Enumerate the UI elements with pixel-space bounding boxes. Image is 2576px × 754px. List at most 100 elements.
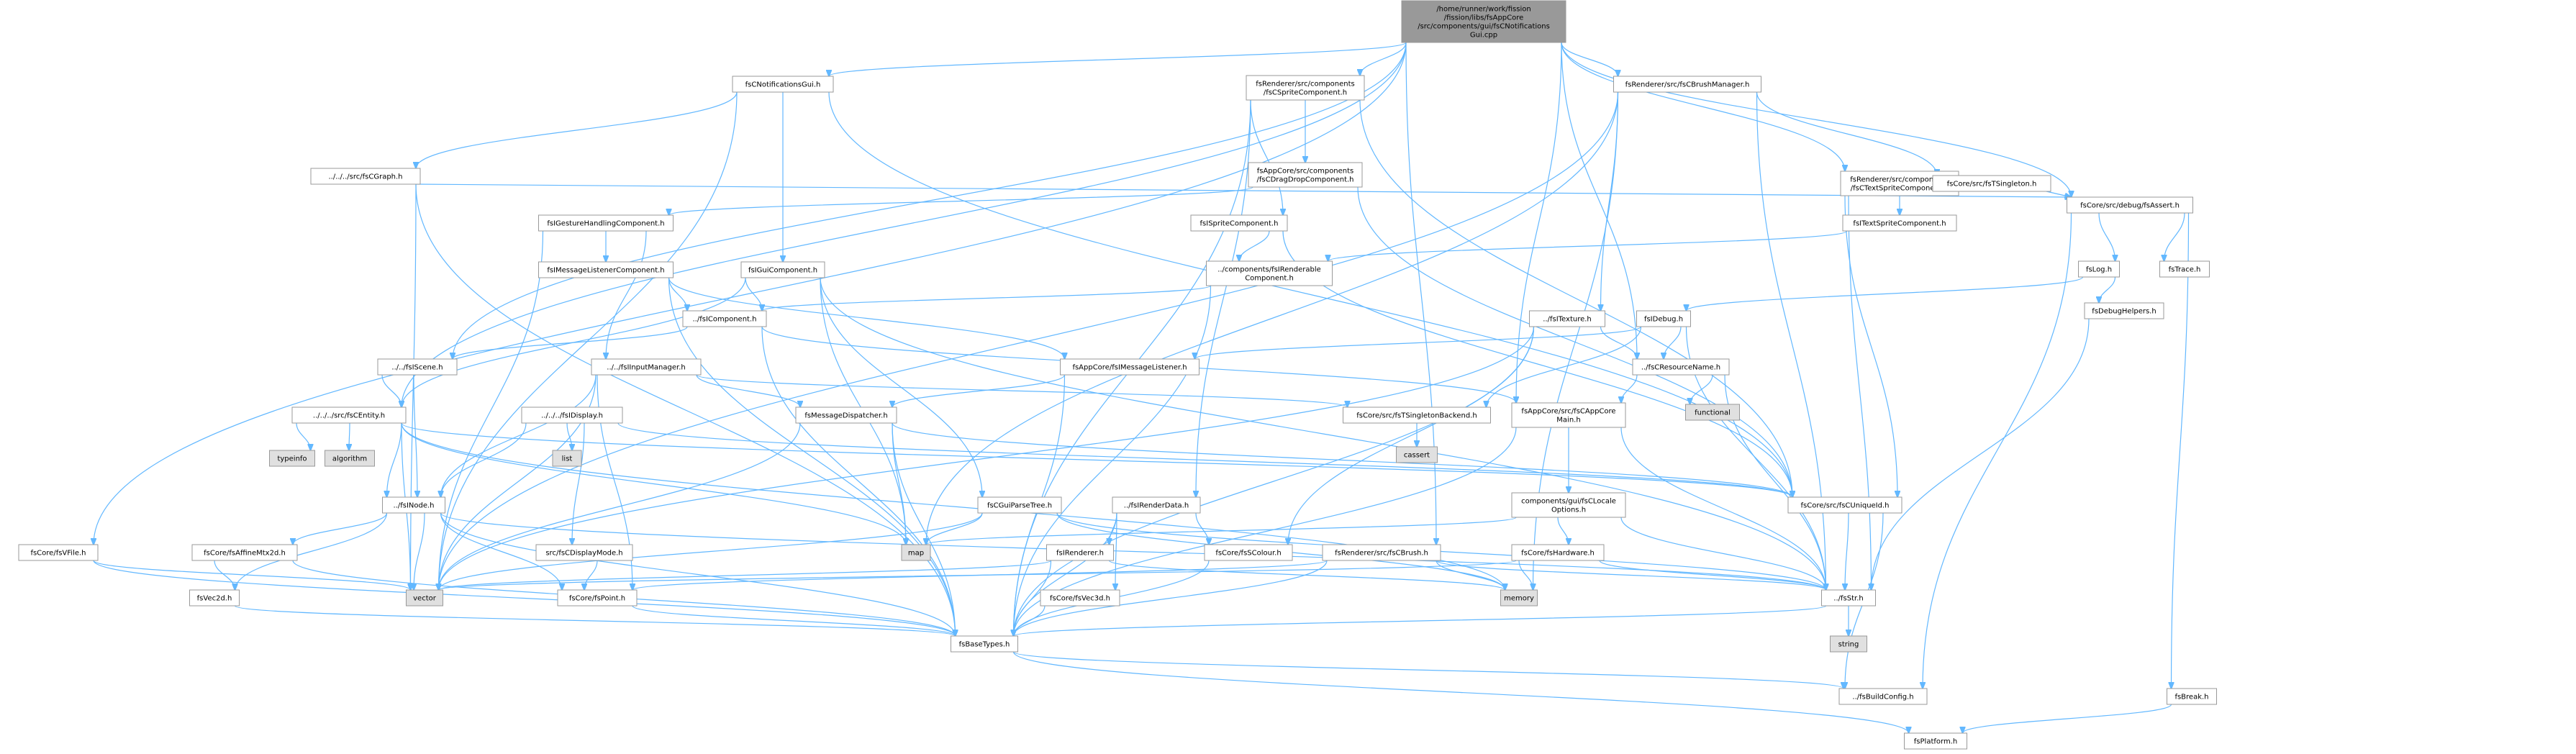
- node-irenderdata[interactable]: ../fsIRenderData.h: [1112, 496, 1201, 514]
- node-root[interactable]: /home/runner/work/fission/fission/libs/f…: [1401, 0, 1566, 43]
- node-point[interactable]: fsCore/fsPoint.h: [557, 589, 638, 607]
- node-cbrush[interactable]: fsRenderer/src/fsCBrush.h: [1322, 544, 1441, 561]
- node-label-fsvfile-0: fsCore/fsVFile.h: [30, 550, 86, 558]
- node-iinputmgr[interactable]: ../../fsIInputManager.h: [591, 358, 702, 376]
- node-label-root-2: /src/components/gui/fsCNotifications: [1418, 23, 1550, 31]
- node-imsglistener[interactable]: fsAppCore/fsIMessageListener.h: [1060, 358, 1199, 376]
- node-box-cguiparsetree: [977, 496, 1062, 514]
- node-vec2d[interactable]: fsVec2d.h: [189, 589, 240, 607]
- node-dragdrop[interactable]: fsAppCore/src/components/fsCDragDropComp…: [1248, 162, 1363, 188]
- node-ccolour[interactable]: fsCore/fsSColour.h: [1204, 544, 1293, 561]
- edge-icomponent-to-iscene: [453, 326, 688, 359]
- node-iscene[interactable]: ../../fsIScene.h: [377, 358, 458, 376]
- edge-cbrushmgr-to-map: [926, 91, 1619, 545]
- node-cspritecomp[interactable]: fsRenderer/src/components/fsCSpriteCompo…: [1246, 75, 1365, 101]
- node-icomponent[interactable]: ../fsIComponent.h: [682, 310, 767, 327]
- edge-itexture-to-cresname: [1600, 326, 1638, 359]
- node-idisplay[interactable]: ../../../fsIDisplay.h: [521, 406, 623, 424]
- edge-root-to-fsvfile: [94, 42, 1407, 545]
- node-box-iguicomp: [740, 261, 825, 278]
- node-label-buildconfig-0: ../fsBuildConfig.h: [1852, 694, 1913, 701]
- node-label-fsstr-0: ../fsStr.h: [1833, 595, 1863, 603]
- node-cgraph[interactable]: ../../../src/fsCGraph.h: [310, 168, 421, 185]
- edge-cspritecomp-to-cuniqueid: [1359, 99, 1792, 497]
- edge-root-to-cbrush: [1405, 42, 1436, 545]
- node-cbrushmgr[interactable]: fsRenderer/src/fsCBrushManager.h: [1613, 76, 1761, 93]
- node-fsstr[interactable]: ../fsStr.h: [1821, 589, 1876, 607]
- node-label-cresname-0: ../fsCResourceName.h: [1641, 364, 1720, 372]
- node-label-string-0: string: [1838, 641, 1859, 649]
- edge-msgdispatcher-to-vector: [439, 422, 801, 590]
- node-tsingleton[interactable]: fsCore/src/fsTSingleton.h: [1932, 175, 2051, 192]
- node-label-debughelpers-0: fsDebugHelpers.h: [2092, 308, 2156, 316]
- edge-msglistenercomp-to-basetypes: [668, 277, 956, 636]
- node-label-irenderdata-0: ../fsIRenderData.h: [1124, 502, 1189, 510]
- node-box-vec3d: [1040, 589, 1120, 607]
- nodes-layer: /home/runner/work/fission/fission/libs/f…: [18, 0, 2217, 750]
- node-label-tsingleton-0: fsCore/src/fsTSingleton.h: [1947, 181, 2037, 188]
- edge-iscene-to-inode: [413, 374, 417, 497]
- node-platform[interactable]: fsPlatform.h: [1904, 732, 1967, 750]
- node-label-vec3d-0: fsCore/fsVec3d.h: [1050, 595, 1110, 603]
- node-label-fstrace-0: fsTrace.h: [2169, 266, 2201, 274]
- edge-irenderdata-to-vec3d: [1115, 512, 1117, 590]
- node-cnotgui[interactable]: fsCNotificationsGui.h: [732, 76, 834, 93]
- node-displaymode[interactable]: src/fsCDisplayMode.h: [535, 544, 633, 561]
- node-msglistenercomp[interactable]: fsIMessageListenerComponent.h: [538, 261, 674, 278]
- node-label-cspritecomp-0: fsRenderer/src/components: [1256, 81, 1355, 88]
- node-box-textspritecomp: [1842, 214, 1957, 232]
- edge-imsglistener-to-msgdispatcher: [892, 374, 1066, 407]
- node-affinemtx[interactable]: fsCore/fsAffineMtx2d.h: [191, 544, 298, 561]
- edge-root-to-fsassert: [1561, 42, 2072, 197]
- node-fstrace[interactable]: fsTrace.h: [2159, 260, 2210, 278]
- edge-cguiparsetree-to-map: [926, 512, 983, 545]
- node-fslog[interactable]: fsLog.h: [2078, 260, 2120, 278]
- node-label-irenderable-0: ../components/fsIRenderable: [1217, 266, 1321, 274]
- node-vec3d[interactable]: fsCore/fsVec3d.h: [1040, 589, 1120, 607]
- edge-idisplay-to-list: [566, 422, 572, 450]
- node-fsassert[interactable]: fsCore/src/debug/fsAssert.h: [2067, 196, 2193, 214]
- node-msgdispatcher[interactable]: fsMessageDispatcher.h: [795, 406, 897, 424]
- node-itexture[interactable]: ../fsITexture.h: [1529, 310, 1605, 327]
- node-functional: functional: [1685, 404, 1740, 421]
- node-box-fsbreak: [2167, 688, 2217, 705]
- node-spritecomp[interactable]: fsISpriteComponent.h: [1190, 214, 1288, 232]
- edge-cnotgui-to-cgraph: [416, 91, 738, 168]
- node-vector: vector: [406, 589, 443, 607]
- node-label-appcoremain-0: fsAppCore/src/fsCAppCore: [1521, 408, 1615, 416]
- edge-localeoptions-to-fsstr: [1620, 517, 1826, 590]
- node-debughelpers[interactable]: fsDebugHelpers.h: [2084, 302, 2164, 319]
- node-inode[interactable]: ../fsINode.h: [382, 496, 445, 514]
- node-cresname[interactable]: ../fsCResourceName.h: [1632, 358, 1730, 376]
- node-label-irenderable-1: Component.h: [1245, 275, 1294, 283]
- edge-idisplay-to-inode: [441, 422, 527, 497]
- node-label-textspritecomp-0: fsITextSpriteComponent.h: [1853, 220, 1946, 228]
- node-box-vec2d: [189, 589, 240, 607]
- node-fshardware[interactable]: fsCore/fsHardware.h: [1511, 544, 1605, 561]
- node-textspritecomp[interactable]: fsITextSpriteComponent.h: [1842, 214, 1957, 232]
- node-gesture[interactable]: fsIGestureHandlingComponent.h: [538, 214, 674, 232]
- node-label-irenderer-0: fsIRenderer.h: [1056, 550, 1104, 558]
- node-centity[interactable]: ../../../src/fsCEntity.h: [291, 406, 407, 424]
- edge-fshardware-to-vector: [439, 560, 1517, 590]
- node-fsbreak[interactable]: fsBreak.h: [2167, 688, 2217, 705]
- node-irenderer[interactable]: fsIRenderer.h: [1046, 544, 1114, 561]
- node-cguiparsetree[interactable]: fsCGuiParseTree.h: [977, 496, 1062, 514]
- edge-basetypes-to-buildconfig: [1012, 651, 1844, 689]
- node-fsvfile[interactable]: fsCore/fsVFile.h: [18, 544, 99, 561]
- node-singletonbackend[interactable]: fsCore/src/fsTSingletonBackend.h: [1343, 406, 1491, 424]
- node-iguicomp[interactable]: fsIGuiComponent.h: [740, 261, 825, 278]
- edge-cbrush-to-fsstr: [1436, 560, 1826, 590]
- edge-cgraph-to-vector: [411, 183, 417, 590]
- edge-cbrush-to-memory: [1436, 560, 1505, 590]
- node-basetypes[interactable]: fsBaseTypes.h: [951, 635, 1018, 653]
- node-string: string: [1830, 635, 1867, 653]
- edge-cbrush-to-basetypes: [1014, 560, 1328, 636]
- node-cuniqueid[interactable]: fsCore/src/fsCUniqueId.h: [1787, 496, 1902, 514]
- node-idebug[interactable]: fsIDebug.h: [1636, 310, 1691, 327]
- node-label-map-0: map: [908, 550, 924, 558]
- node-buildconfig[interactable]: ../fsBuildConfig.h: [1838, 688, 1928, 705]
